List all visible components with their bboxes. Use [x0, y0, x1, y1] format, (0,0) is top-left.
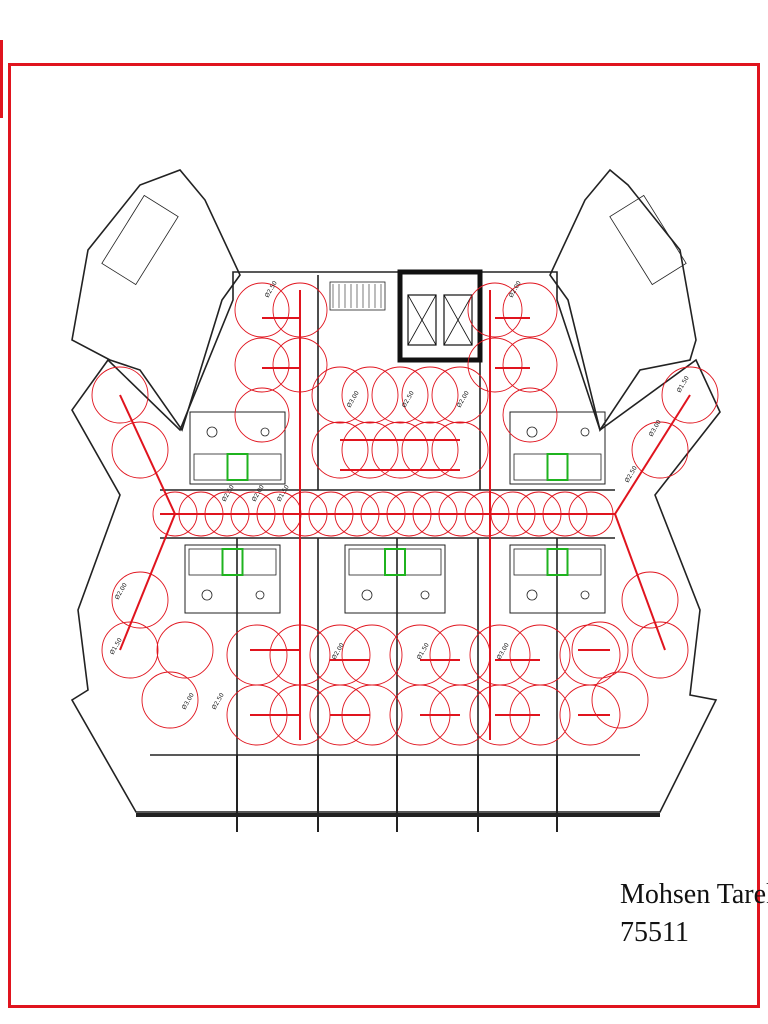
- bathroom-wall: [509, 544, 606, 614]
- stair-treads: [332, 284, 382, 308]
- central-block: [70, 271, 721, 813]
- spacing-label: Ø3.00: [648, 419, 663, 438]
- bathroom-units: [184, 411, 606, 614]
- spacing-label: Ø2.00: [508, 280, 523, 299]
- coverage-circle: [502, 282, 558, 338]
- coverage-circle: [341, 624, 403, 686]
- bathroom-unit: [184, 544, 281, 614]
- coverage-circle: [234, 282, 290, 338]
- washbasin-icon: [580, 427, 590, 437]
- elevator-door: [384, 548, 406, 576]
- stair-icon: [101, 194, 687, 311]
- washbasin-icon: [260, 427, 270, 437]
- coverage-circle: [509, 624, 571, 686]
- toilet-icon: [206, 426, 218, 438]
- washbasin-icon: [580, 590, 590, 600]
- toilet-icon: [526, 589, 538, 601]
- coverage-circle: [431, 421, 489, 479]
- elevator-door: [226, 453, 249, 481]
- coverage-circle: [341, 421, 399, 479]
- left-stair-wing: [71, 169, 241, 432]
- elevator-door: [546, 453, 569, 481]
- coverage-circle: [111, 421, 169, 479]
- spacing-label: Ø1.50: [276, 484, 291, 503]
- coverage-circle: [431, 366, 489, 424]
- coverage-circle: [661, 366, 719, 424]
- washbasin-icon: [255, 590, 265, 600]
- author-credit: Mohsen Tarek 75511: [620, 876, 768, 952]
- coverage-circle: [311, 366, 369, 424]
- spacing-label: Ø3.00: [181, 692, 196, 711]
- bathroom-wall: [344, 544, 446, 614]
- coverage-circle: [467, 282, 523, 338]
- coverage-circle: [631, 621, 689, 679]
- coverage-circle: [591, 671, 649, 729]
- coverage-circle: [101, 621, 159, 679]
- spacing-label: Ø2.00: [331, 642, 346, 661]
- sheet-border: [8, 63, 760, 1008]
- elevator-icon: [513, 453, 602, 481]
- coverage-circle: [371, 421, 429, 479]
- sprinkler-pipes: [119, 290, 691, 740]
- elevator-door: [221, 548, 244, 576]
- spacing-label: Ø2.50: [211, 692, 226, 711]
- author-id: 75511: [620, 917, 689, 948]
- toilet-icon: [201, 589, 213, 601]
- toilet-icon: [526, 426, 538, 438]
- coverage-circle: [91, 366, 149, 424]
- bathroom-unit: [509, 544, 606, 614]
- sheet-corner-mark: [0, 40, 3, 118]
- elevator-icon: [188, 548, 277, 576]
- spacing-label: Ø3.00: [496, 642, 511, 661]
- author-name: Mohsen Tarek: [620, 879, 768, 910]
- coverage-circle: [234, 387, 290, 443]
- coverage-circle: [502, 387, 558, 443]
- coverage-circle: [141, 671, 199, 729]
- coverage-circle: [156, 621, 214, 679]
- spacing-label: Ø2.50: [401, 390, 416, 409]
- coverage-circle: [621, 571, 679, 629]
- bathroom-unit: [189, 411, 286, 485]
- bathroom-wall: [509, 411, 606, 485]
- coverage-circle: [571, 621, 629, 679]
- washbasin-icon: [420, 590, 430, 600]
- coverage-circle: [631, 421, 689, 479]
- coverage-circle: [341, 366, 399, 424]
- spacing-label: Ø1.50: [676, 375, 691, 394]
- coverage-circle: [371, 366, 429, 424]
- coverage-circle: [502, 337, 558, 393]
- spacing-label: Ø1.50: [416, 642, 431, 661]
- toilet-icon: [361, 589, 373, 601]
- coverage-circle: [234, 337, 290, 393]
- coverage-circle: [401, 366, 459, 424]
- spacing-label: Ø2.00: [251, 484, 266, 503]
- coverage-circle: [429, 624, 491, 686]
- bathroom-wall: [184, 544, 281, 614]
- bathroom-unit: [344, 544, 446, 614]
- bathroom-unit: [509, 411, 606, 485]
- bathroom-wall: [189, 411, 286, 485]
- right-stair-wing: [549, 168, 697, 432]
- elevator-icon: [397, 269, 483, 363]
- coverage-circle: [467, 337, 523, 393]
- coverage-circle: [311, 421, 369, 479]
- elevator-door: [546, 548, 569, 576]
- elevator-icon: [193, 453, 282, 481]
- coverage-circle: [559, 684, 621, 746]
- spacing-label: Ø2.00: [114, 582, 129, 601]
- spacing-label: Ø3.00: [346, 390, 361, 409]
- coverage-circle: [111, 571, 169, 629]
- coverage-circle: [401, 421, 459, 479]
- elevator-icon: [348, 548, 442, 576]
